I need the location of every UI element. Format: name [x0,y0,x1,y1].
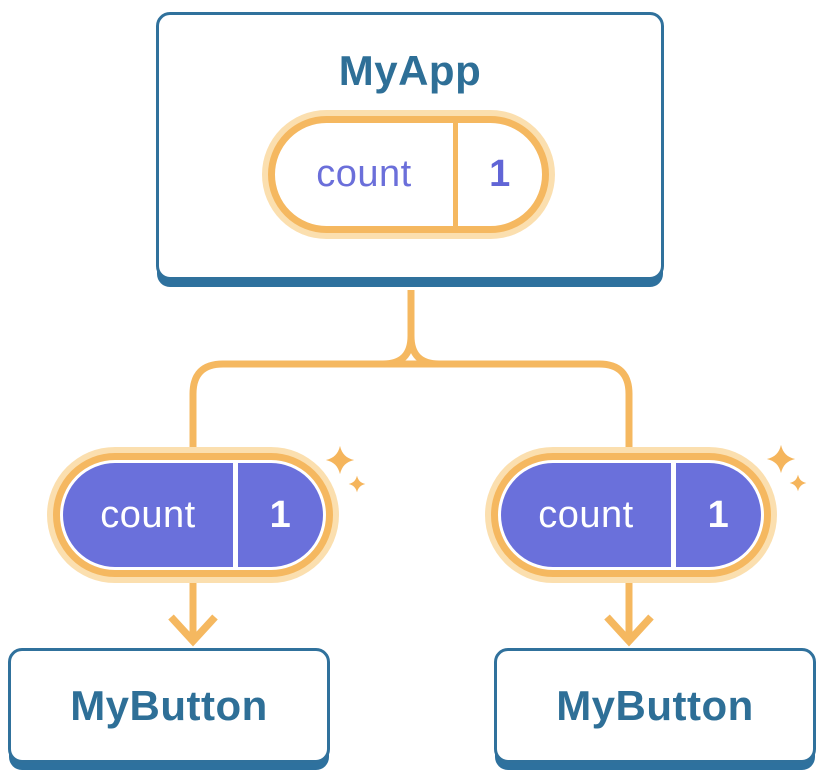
state-pill-core: count 1 [275,123,542,226]
sparkle-icon [348,475,366,493]
state-pill-core: count 1 [63,463,323,567]
state-name-label: count [100,493,196,536]
state-pill-mybutton-right: count 1 [485,447,777,583]
state-pill-mybutton-left: count 1 [47,447,339,583]
state-name-label: count [538,493,634,536]
state-value-badge: 1 [269,493,292,536]
component-title-myapp: MyApp [338,47,482,94]
state-name-label: count [316,153,412,195]
component-node-mybutton-right: MyButton [494,648,816,763]
component-title-mybutton-left: MyButton [70,681,268,729]
state-pill-divider [453,123,458,226]
state-pill-myapp: count 1 [262,110,555,239]
stem-connector-right [407,290,440,368]
arrow-down-icon-right [604,614,654,647]
sparkle-icon [766,444,796,474]
arrow-down-icon-left [168,614,218,647]
sparkle-icon [789,474,807,492]
state-pill-core: count 1 [501,463,761,567]
state-pill-ring: count 1 [491,453,771,577]
state-pill-ring: count 1 [268,116,549,233]
branch-connector [189,360,633,452]
component-title-mybutton-right: MyButton [556,681,754,729]
sparkle-icon [325,445,355,475]
state-pill-ring: count 1 [53,453,333,577]
state-value-badge: 1 [707,493,730,536]
state-value-badge: 1 [489,153,511,195]
state-pill-divider [233,463,238,567]
stem-connector-left [382,290,415,368]
state-pill-divider [671,463,676,567]
component-node-mybutton-left: MyButton [8,648,330,763]
